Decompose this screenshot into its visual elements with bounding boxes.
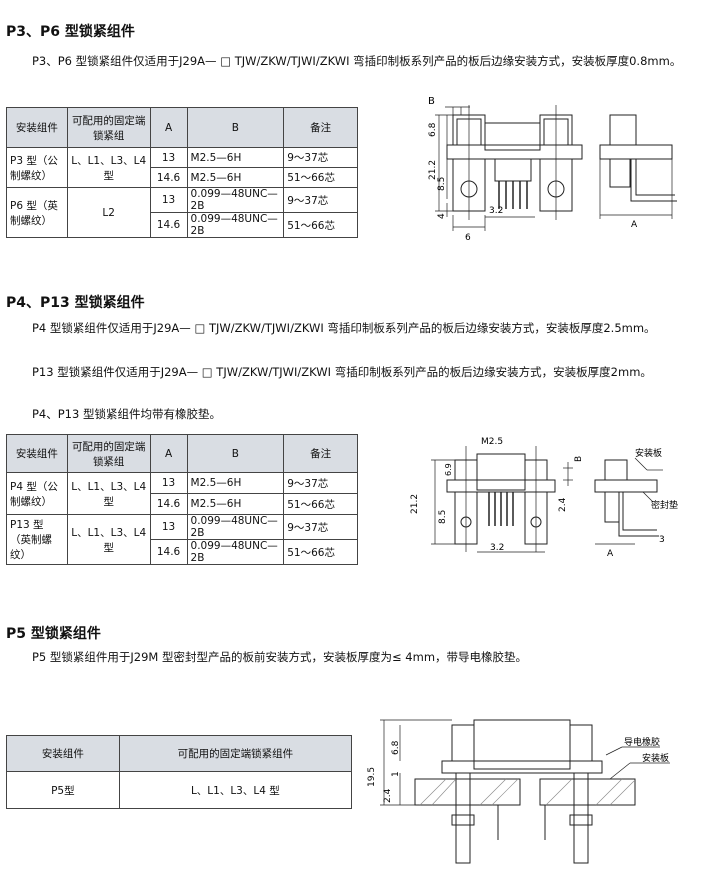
- dim-label: 8.5: [438, 510, 448, 524]
- table-cell: 13: [149, 147, 188, 168]
- table-cell: P5型: [6, 771, 120, 809]
- dim-label: 4: [437, 213, 447, 219]
- section-desc-p5: P5 型锁紧组件用于J29M 型密封型产品的板前安装方式，安装板厚度为≤ 4mm…: [32, 650, 528, 664]
- table-cell: 9～37芯: [283, 147, 358, 168]
- table-cell: L2: [66, 187, 151, 238]
- table-cell: 0.099—48UNC—2B: [186, 539, 285, 565]
- dim-label: B: [428, 96, 435, 107]
- dim-label: 21.2: [428, 160, 438, 180]
- drawing-p3-p6: B 6.8 21.2 8.5 4 3.2 6 A: [428, 96, 677, 243]
- table-cell: M2.5—6H: [186, 147, 285, 168]
- dim-label: 6.8: [391, 740, 401, 755]
- table-cell: P4 型（公制螺纹）: [6, 472, 68, 515]
- table-p5: 安装组件 可配用的固定端锁紧组件 P5型 L、L1、L3、L4 型: [6, 735, 353, 809]
- table-cell: 14.6: [149, 167, 188, 188]
- table-cell: M2.5—6H: [186, 493, 285, 515]
- dim-label: 安装板: [635, 447, 662, 459]
- table-cell: 0.099—48UNC—2B: [186, 187, 285, 213]
- col-header: 安装组件: [6, 735, 120, 772]
- dim-label: 2.4: [558, 497, 568, 512]
- col-header: 可配用的固定端锁紧组: [66, 434, 151, 473]
- dim-label: 6: [465, 233, 471, 243]
- col-header: 安装组件: [6, 434, 68, 473]
- col-header: A: [149, 107, 188, 148]
- table-cell: 9～37芯: [283, 514, 358, 540]
- dim-label: 21.2: [410, 494, 420, 514]
- table-p3-p6: 安装组件 可配用的固定端锁紧组 A B 备注 P3 型（公制螺纹） L、L1、L…: [6, 107, 358, 238]
- table-cell: 13: [149, 187, 188, 213]
- dim-label: B: [574, 456, 584, 462]
- section-desc-p13: P13 型锁紧组件仅适用于J29A— □ TJW/ZKW/TJWI/ZKWI 弯…: [32, 365, 652, 379]
- dim-label: A: [607, 549, 614, 559]
- table-p4-p13: 安装组件 可配用的固定端锁紧组 A B 备注 P4 型（公制螺纹） L、L1、L…: [6, 434, 358, 565]
- table-cell: M2.5—6H: [186, 167, 285, 188]
- col-header: 可配用的固定端锁紧组件: [118, 735, 353, 772]
- col-header: 安装组件: [6, 107, 68, 148]
- section-desc-p4: P4 型锁紧组件仅适用于J29A— □ TJW/ZKW/TJWI/ZKWI 弯插…: [32, 321, 656, 335]
- table-cell: 13: [149, 472, 188, 494]
- dim-label: M2.5: [481, 437, 503, 447]
- dim-label: 2.4: [383, 788, 393, 803]
- col-header: B: [186, 434, 285, 473]
- table-cell: 51～66芯: [283, 167, 358, 188]
- col-header: 备注: [283, 107, 358, 148]
- table-cell: 13: [149, 514, 188, 540]
- dim-label: A: [631, 220, 638, 230]
- table-cell: 9～37芯: [283, 472, 358, 494]
- table-cell: L、L1、L3、L4 型: [66, 514, 151, 565]
- table-cell: L、L1、L3、L4 型: [118, 771, 353, 809]
- table-cell: M2.5—6H: [186, 472, 285, 494]
- table-cell: 51～66芯: [283, 493, 358, 515]
- dim-label: 1: [391, 771, 401, 777]
- dim-label: 3: [659, 535, 665, 545]
- table-cell: 14.6: [149, 539, 188, 565]
- section-desc-p3-p6: P3、P6 型锁紧组件仅适用于J29A— □ TJW/ZKW/TJWI/ZKWI…: [32, 54, 682, 68]
- col-header: 备注: [283, 434, 358, 473]
- table-cell: P6 型（英制螺纹）: [6, 187, 68, 238]
- col-header: 可配用的固定端锁紧组: [66, 107, 151, 148]
- table-cell: L、L1、L3、L4 型: [66, 472, 151, 515]
- table-cell: 14.6: [149, 212, 188, 238]
- table-cell: L、L1、L3、L4 型: [66, 147, 151, 188]
- table-cell: 0.099—48UNC—2B: [186, 212, 285, 238]
- dim-label: 6.8: [428, 122, 438, 137]
- drawing-p5: 19.5 6.8 1 2.4 导电橡胶 安装板: [367, 719, 670, 864]
- dim-label: 3.2: [489, 206, 503, 216]
- dim-label: 密封垫: [651, 499, 678, 511]
- col-header: B: [186, 107, 285, 148]
- dim-label: 安装板: [642, 752, 669, 764]
- drawing-p4-p13: M2.5 B 6.9 21.2 8.5 2.4 3.2 3 A 安装板 密封垫: [410, 437, 678, 559]
- table-cell: P3 型（公制螺纹）: [6, 147, 68, 188]
- table-cell: 14.6: [149, 493, 188, 515]
- dim-label: 6.9: [444, 463, 453, 476]
- table-cell: P13 型（英制螺纹）: [6, 514, 68, 565]
- dim-label: 8.5: [437, 177, 447, 191]
- section-title-p5: P5 型锁紧组件: [6, 626, 101, 642]
- table-cell: 51～66芯: [283, 539, 358, 565]
- dim-label: 3.2: [490, 543, 504, 553]
- section-title-p3-p6: P3、P6 型锁紧组件: [6, 24, 135, 40]
- dim-label: 19.5: [367, 767, 377, 787]
- col-header: A: [149, 434, 188, 473]
- section-title-p4-p13: P4、P13 型锁紧组件: [6, 295, 145, 311]
- table-cell: 9～37芯: [283, 187, 358, 213]
- section-desc-gasket: P4、P13 型锁紧组件均带有橡胶垫。: [32, 407, 221, 421]
- table-cell: 51～66芯: [283, 212, 358, 238]
- table-cell: 0.099—48UNC—2B: [186, 514, 285, 540]
- dim-label: 导电橡胶: [624, 736, 660, 748]
